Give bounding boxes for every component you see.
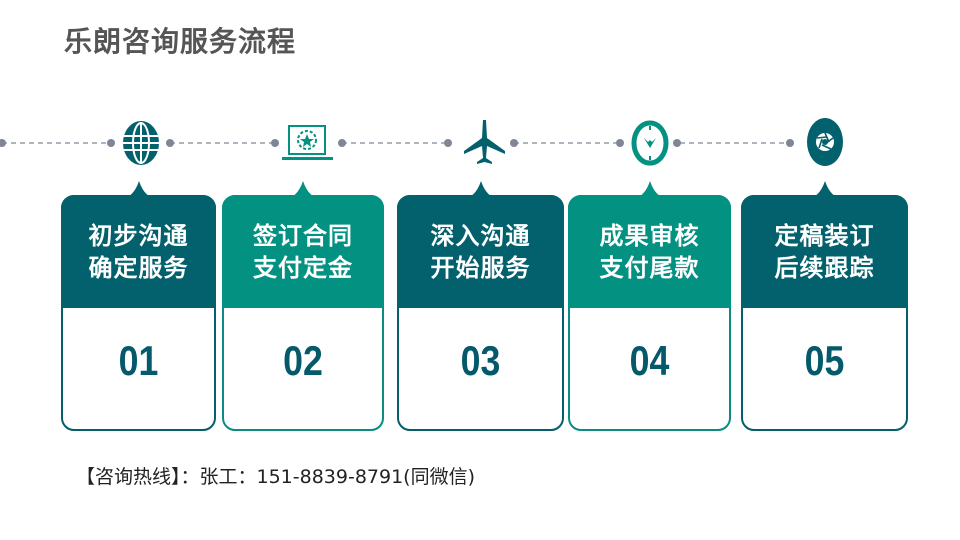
step-title-line1: 签订合同 — [253, 221, 353, 250]
globe-icon — [123, 121, 159, 165]
step-header: 成果审核 支付尾款 — [568, 195, 731, 308]
step-number: 01 — [118, 337, 159, 384]
step-number: 03 — [460, 337, 501, 384]
step-title-line1: 定稿装订 — [774, 221, 875, 250]
step-card-2: 签订合同 支付定金 02 — [222, 181, 384, 431]
timeline — [0, 118, 843, 166]
airplane-icon — [464, 120, 505, 164]
notch — [283, 181, 323, 199]
notch — [118, 181, 159, 199]
step-number: 04 — [629, 337, 670, 384]
step-card-3: 深入沟通 开始服务 03 — [397, 181, 564, 431]
notch — [804, 181, 845, 199]
step-number: 02 — [283, 337, 323, 384]
step-title-line1: 初步沟通 — [88, 221, 189, 250]
step-title-line2: 支付尾款 — [599, 253, 700, 282]
aperture-icon — [807, 118, 843, 166]
step-header: 签订合同 支付定金 — [222, 195, 384, 308]
step-title-line1: 成果审核 — [599, 221, 700, 250]
laptop-star-icon — [282, 125, 333, 160]
step-card-5: 定稿装订 后续跟踪 05 — [741, 181, 908, 431]
step-header: 定稿装订 后续跟踪 — [741, 195, 908, 308]
step-title-line2: 开始服务 — [430, 253, 531, 282]
notch — [460, 181, 501, 199]
step-title-line1: 深入沟通 — [430, 221, 531, 250]
notch — [629, 181, 670, 199]
clock-icon — [631, 120, 669, 166]
step-header: 深入沟通 开始服务 — [397, 195, 564, 308]
step-number: 05 — [804, 337, 845, 384]
hotline-text: 【咨询热线】：张工：151-8839-8791(同微信) — [76, 466, 476, 488]
step-title-line2: 后续跟踪 — [774, 253, 875, 282]
page-title: 乐朗咨询服务流程 — [64, 25, 297, 58]
step-title-line2: 确定服务 — [88, 253, 189, 282]
step-card-4: 成果审核 支付尾款 04 — [568, 181, 731, 431]
step-card-1: 初步沟通 确定服务 01 — [61, 181, 216, 431]
step-header: 初步沟通 确定服务 — [61, 195, 216, 308]
step-title-line2: 支付定金 — [253, 253, 353, 282]
